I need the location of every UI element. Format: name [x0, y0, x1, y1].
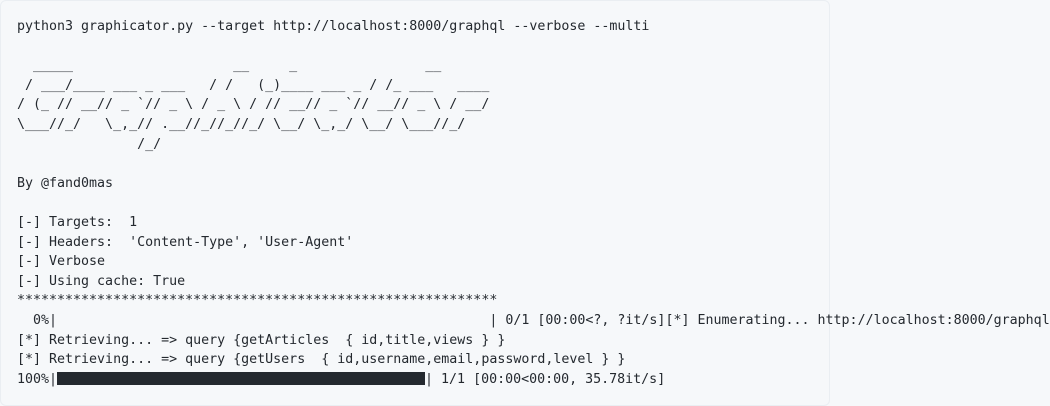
initial-progress-line: 0%| | 0/1 [00:00<?, ?it/s][*] Enumeratin… — [17, 312, 1050, 328]
retrieving-users-line: [*] Retrieving... => query {getUsers { i… — [17, 352, 626, 368]
ascii-banner-line-4: \___//_/ \_,_// .__//_//_//_/ \__/ \_,_/… — [17, 116, 466, 132]
verbose-info: [-] Verbose — [17, 254, 106, 270]
ascii-banner-line-2: / ___/____ ___ _ ___ / / (_)____ ___ _ /… — [17, 77, 490, 93]
cache-info: [-] Using cache: True — [17, 273, 186, 289]
terminal-output: python3 graphicator.py --target http://l… — [17, 17, 1050, 389]
blank-line — [17, 37, 1050, 57]
targets-info: [-] Targets: 1 — [17, 214, 138, 230]
ascii-banner-line-3: / (_ // __// _ `// _ \ / _ \ / // __// _… — [17, 97, 490, 113]
blank-line — [17, 154, 1050, 174]
command-line: python3 graphicator.py --target http://l… — [17, 19, 650, 34]
blank-line — [17, 193, 1050, 213]
retrieving-articles-line: [*] Retrieving... => query {getArticles … — [17, 332, 506, 348]
progress-bar-fill — [57, 371, 426, 385]
ascii-banner-line-5: /_/ — [17, 136, 162, 152]
progress-status: | 1/1 [00:00<00:00, 35.78it/s] — [425, 371, 666, 387]
final-progress-line: 100%| | 1/1 [00:00<00:00, 35.78it/s] — [17, 370, 1050, 390]
ascii-banner-line-1: _____ __ _ __ — [17, 58, 442, 74]
author-credit: By @fand0mas — [17, 175, 114, 191]
progress-percent: 100%| — [17, 371, 58, 387]
separator-line: ****************************************… — [17, 293, 498, 309]
headers-info: [-] Headers: 'Content-Type', 'User-Agent… — [17, 234, 354, 250]
